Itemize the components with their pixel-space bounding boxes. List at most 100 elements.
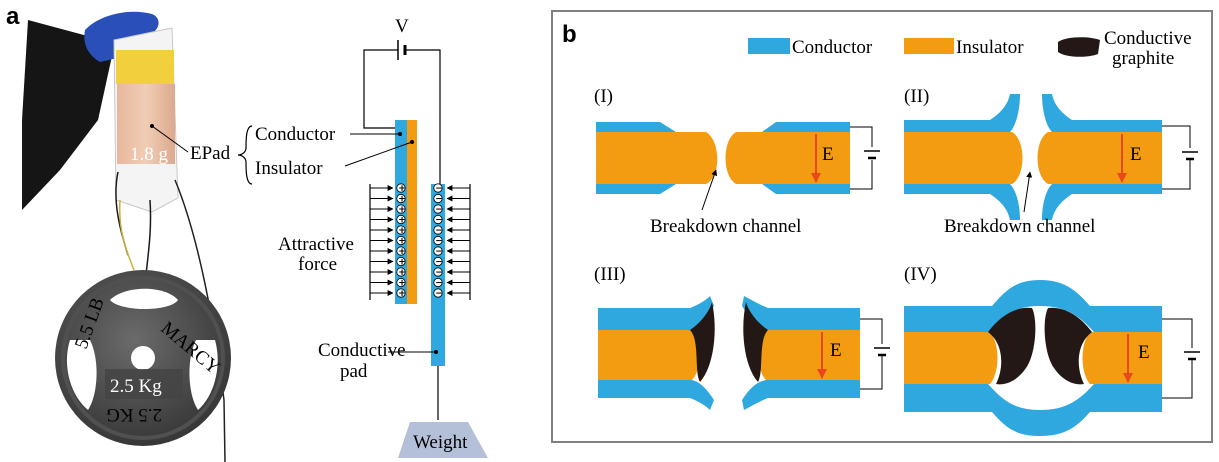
stage-2-top-conductor-right [1042, 94, 1162, 132]
attractive-force-label-1: Attractive [278, 234, 354, 255]
negative-charge [433, 235, 443, 246]
negative-charge-sign: − [435, 184, 443, 194]
force-arrows-right [446, 185, 470, 296]
stage-1-channel-label: Breakdown channel [650, 216, 801, 237]
negative-charge-sign: − [435, 216, 443, 226]
plate-cutout-right [189, 340, 218, 410]
stage-2-label: (II) [904, 86, 929, 107]
stage-1-top-conductor-left [596, 122, 676, 132]
positive-charge [396, 277, 406, 288]
positive-charge [396, 214, 406, 225]
negative-charge-sign: − [435, 247, 443, 257]
stage-4-field-label: E [1138, 342, 1150, 363]
insulator-label: Insulator [255, 158, 323, 179]
positive-charge-sign: + [398, 226, 406, 236]
panel-a-letter: a [6, 3, 20, 30]
negative-charge-sign: − [435, 205, 443, 215]
panel-b-frame [551, 10, 1213, 443]
stage-3: (III) E [594, 264, 890, 410]
stage-1-circuit [850, 126, 873, 147]
positive-charge [396, 225, 406, 235]
negative-charge [433, 214, 443, 225]
negative-charge [433, 246, 443, 256]
positive-charge [396, 267, 406, 277]
stage-1-channel-pointer [701, 169, 718, 211]
stage-2-bottom-conductor-right [1042, 184, 1162, 220]
negative-charge-sign: − [435, 258, 443, 268]
negative-charge [433, 288, 443, 298]
negative-charge [433, 225, 443, 235]
epad-pointer [151, 125, 189, 153]
stage-3-bottom-conductor-right [742, 380, 860, 410]
legend-insulator-swatch [904, 38, 954, 54]
epad-copper-area [117, 84, 175, 164]
stage-3-graphite-left [690, 302, 715, 382]
conductive-pad-label-2: pad [340, 361, 368, 382]
positive-charge-sign: + [398, 258, 406, 268]
photo: 1.8 g EPad MARCY 5.5 LB 2.5 KG 2.5 Kg [22, 11, 231, 462]
plate-text-bottom: 2.5 KG [106, 404, 162, 425]
stage-1-circuit-bottom [850, 160, 873, 190]
wire-2 [145, 199, 152, 276]
negative-charge [433, 267, 443, 277]
positive-charge-sign: + [398, 268, 406, 278]
wire-left [363, 49, 400, 129]
positive-charge [396, 288, 406, 298]
stage-2: (II) E Breakdown channel [904, 86, 1198, 237]
stage-3-field-label: E [830, 340, 842, 361]
attractive-force-label-2: force [298, 254, 337, 275]
legend-graphite-swatch [1058, 37, 1100, 57]
force-arrows-left [370, 185, 394, 296]
weight-mass-label: 2.5 Kg [110, 376, 162, 397]
negative-charge-sign: − [435, 289, 443, 299]
positive-charge [396, 235, 406, 246]
positive-charges: +++++++++++ [396, 183, 406, 299]
legend: Conductor Insulator Conductive graphite [748, 28, 1192, 69]
positive-charge-sign: + [398, 279, 406, 289]
stage-4-insulator-left [904, 332, 998, 384]
weight-mass-box [105, 369, 183, 399]
stage-1-insulator-right [725, 132, 850, 184]
stage-2-channel-label: Breakdown channel [944, 216, 1095, 237]
wire-right [405, 49, 441, 185]
stage-2-bottom-conductor-left [904, 184, 1020, 220]
epad-label: EPad [190, 143, 231, 164]
insulator-strip [407, 120, 417, 304]
stage-4-top-conductor [904, 280, 1162, 332]
weight-plate-rim [61, 276, 225, 440]
voltage-label: V [395, 16, 409, 37]
negative-charge [433, 183, 443, 193]
blue-glove [84, 11, 159, 62]
stage-1-label: (I) [594, 86, 613, 107]
negative-charge [433, 204, 443, 214]
negative-charges: −−−−−−−−−−− [433, 183, 443, 299]
plate-cutout-left [66, 340, 97, 410]
stage-3-circuit-bottom [860, 356, 883, 390]
plate-hole [131, 346, 155, 370]
stage-2-top-conductor-left [904, 94, 1020, 132]
stage-3-insulator-left [598, 330, 700, 380]
negative-charge-sign: − [435, 226, 443, 236]
epad-brace [237, 125, 253, 185]
stage-3-insulator-right [758, 330, 860, 380]
negative-charge-sign: − [435, 268, 443, 278]
stage-3-graphite-right [743, 302, 768, 382]
positive-charge-sign: + [398, 216, 406, 226]
epad-mass-label: 1.8 g [130, 144, 169, 165]
positive-charge-sign: + [398, 247, 406, 257]
negative-charge [433, 277, 443, 288]
stage-4-circuit-bottom [1162, 360, 1193, 399]
conductor-label: Conductor [255, 124, 336, 145]
stage-4-graphite-right [1044, 307, 1092, 385]
negative-charge [433, 256, 443, 267]
epad-pointer-dot [150, 124, 154, 128]
positive-charge [396, 204, 406, 214]
positive-charge [396, 193, 406, 204]
stage-1-bottom-conductor-left [596, 184, 676, 194]
epad-yellow-electrode [116, 50, 174, 84]
stage-1-top-conductor-right [762, 122, 850, 132]
legend-graphite-label-2: graphite [1112, 48, 1174, 69]
positive-charge [396, 246, 406, 256]
stage-2-insulator-right [1037, 132, 1162, 184]
positive-charge [396, 183, 406, 193]
